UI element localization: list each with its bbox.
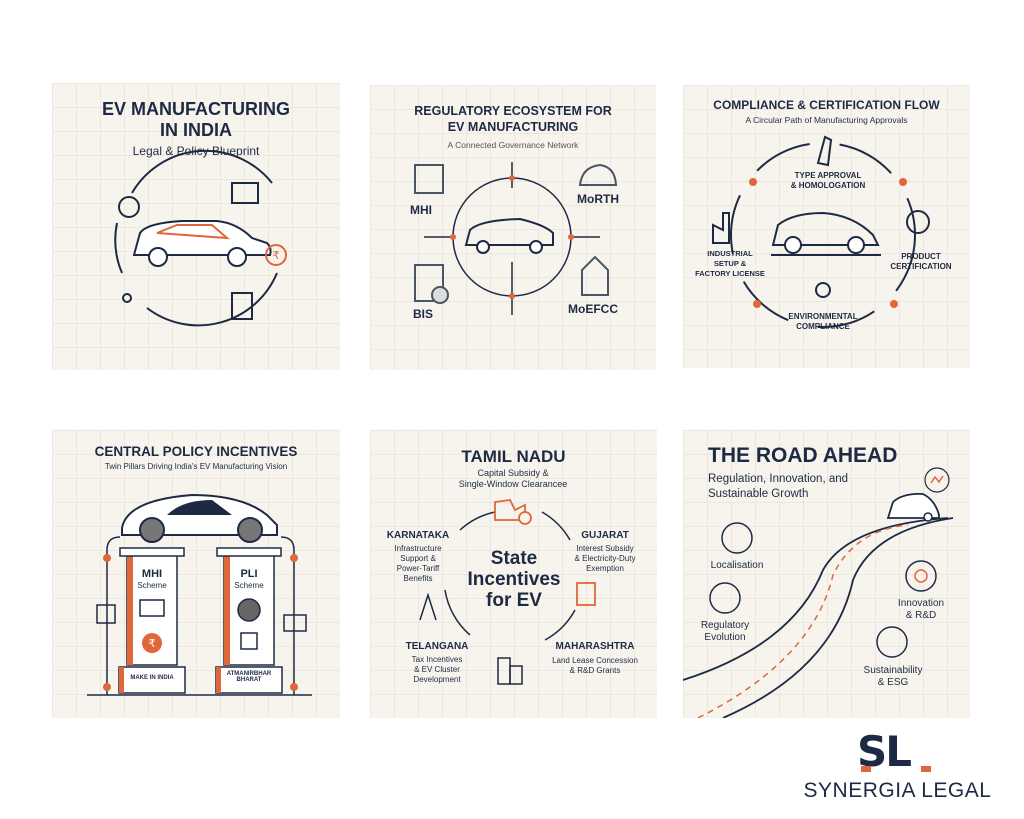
panel-central-policy: ₹ CENTRAL POLICY INCENTIVES Twin Pillars… — [52, 430, 340, 718]
factory-check-icon — [494, 499, 526, 521]
state-tamil-nadu: TAMIL NADU — [461, 447, 566, 466]
gear-icon — [118, 196, 140, 218]
buildings-icon — [497, 657, 511, 685]
panel-road-ahead: THE ROAD AHEAD Regulation, Innovation, a… — [683, 430, 970, 718]
bank-icon — [231, 182, 259, 204]
panel-title: THE ROAD AHEAD — [708, 444, 898, 467]
battery-icon — [283, 614, 307, 632]
panel-regulatory-ecosystem: REGULATORY ECOSYSTEM FOR EV MANUFACTURIN… — [370, 85, 656, 370]
panel-title: EV MANUFACTURING — [102, 99, 290, 119]
state-gujarat: GUJARAT — [581, 530, 629, 541]
gear-icon — [237, 598, 261, 622]
panel-ev-manufacturing: ₹ EV MANUFACTURING IN INDIA Legal & Poli… — [52, 83, 340, 370]
panel-subtitle: A Circular Path of Manufacturing Approva… — [745, 115, 908, 125]
panel-state-incentives: TAMIL NADU Capital Subsidy &Single-Windo… — [370, 430, 657, 718]
state-maharashtra: MAHARASHTRA — [555, 641, 635, 652]
panel-subtitle: Twin Pillars Driving India's EV Manufact… — [104, 462, 288, 471]
svg-text:₹: ₹ — [273, 250, 280, 262]
panel-title: REGULATORY ECOSYSTEM FOR — [414, 104, 612, 118]
panel-subtitle: A Connected Governance Network — [447, 140, 579, 150]
tree-leaf-icon — [581, 255, 609, 296]
pillar-mhi-sub: Scheme — [137, 581, 167, 590]
state-cycle-diagram — [419, 499, 596, 685]
leaf-icon — [876, 626, 908, 658]
building-icon — [96, 604, 116, 624]
gear-leaf-icon — [815, 282, 831, 298]
microscope-icon — [816, 135, 833, 167]
power-tower-icon — [419, 592, 437, 621]
state-maharashtra-desc: Land Lease Concession& R&D Grants — [552, 656, 638, 675]
factory-document-icon — [414, 164, 444, 194]
state-tamil-nadu-desc: Capital Subsidy &Single-Window Clearance… — [458, 468, 568, 489]
panel-compliance-flow: COMPLIANCE & CERTIFICATION FLOW A Circul… — [683, 85, 970, 368]
pillar-pli-sub: Scheme — [234, 581, 264, 590]
panel-subtitle: Legal & Policy Blueprint — [132, 144, 260, 158]
rupee-icon — [265, 244, 287, 266]
logo-dot — [921, 766, 931, 772]
lightbulb-icon — [905, 560, 937, 592]
car-cycle-illustration: ₹ — [114, 149, 287, 327]
twin-pillars-illustration: ₹ — [87, 493, 312, 696]
item-localisation: Localisation — [710, 560, 764, 571]
node-morth: MoRTH — [577, 192, 619, 206]
car-icon — [132, 220, 272, 267]
governance-network-diagram — [414, 162, 618, 315]
clipboard-icon — [414, 264, 444, 302]
car-icon — [464, 217, 554, 246]
pillar-pli-name: PLI — [240, 568, 258, 580]
state-karnataka: KARNATAKA — [386, 530, 450, 541]
node-moefcc: MoEFCC — [568, 302, 618, 316]
synergia-legal-logo: SL SYNERGIA LEGAL — [795, 727, 1000, 805]
factory-icon — [712, 212, 730, 244]
road-illustration — [683, 467, 954, 718]
panel-title: CENTRAL POLICY INCENTIVES — [94, 444, 298, 459]
document-icon — [721, 522, 753, 554]
svg-text:₹: ₹ — [149, 638, 156, 650]
network-icon — [122, 293, 132, 303]
logo-dot — [861, 766, 871, 772]
growth-chart-icon — [924, 467, 950, 493]
rupee-icon — [142, 633, 162, 653]
car-icon — [771, 211, 880, 246]
node-mhi: MHI — [410, 203, 432, 217]
document-icon — [231, 292, 253, 320]
item-sustainability: Sustainability& ESG — [863, 665, 923, 688]
logo-name: SYNERGIA LEGAL — [803, 779, 992, 802]
step-type-approval: TYPE APPROVAL& HOMOLOGATION — [790, 171, 866, 190]
panel-title-line2: IN INDIA — [160, 120, 232, 140]
state-telangana: TELANGANA — [405, 641, 469, 652]
tool-icon — [240, 632, 258, 650]
car-shield-icon — [578, 163, 618, 186]
certificate-badge-icon — [906, 210, 930, 234]
compliance-cycle-diagram — [712, 135, 930, 328]
item-innovation: Innovation& R&D — [897, 598, 945, 621]
bank-icon — [139, 599, 165, 617]
gear-icon — [709, 582, 741, 614]
rupee-plug-icon — [576, 582, 596, 606]
pillar-mhi-base: MAKE IN INDIA — [130, 675, 174, 681]
pillar-mhi-name: MHI — [141, 568, 163, 580]
panel-title: COMPLIANCE & CERTIFICATION FLOW — [713, 98, 940, 112]
car-icon — [886, 493, 940, 519]
node-bis: BIS — [413, 307, 434, 321]
panel-title-line2: EV MANUFACTURING — [447, 120, 579, 134]
